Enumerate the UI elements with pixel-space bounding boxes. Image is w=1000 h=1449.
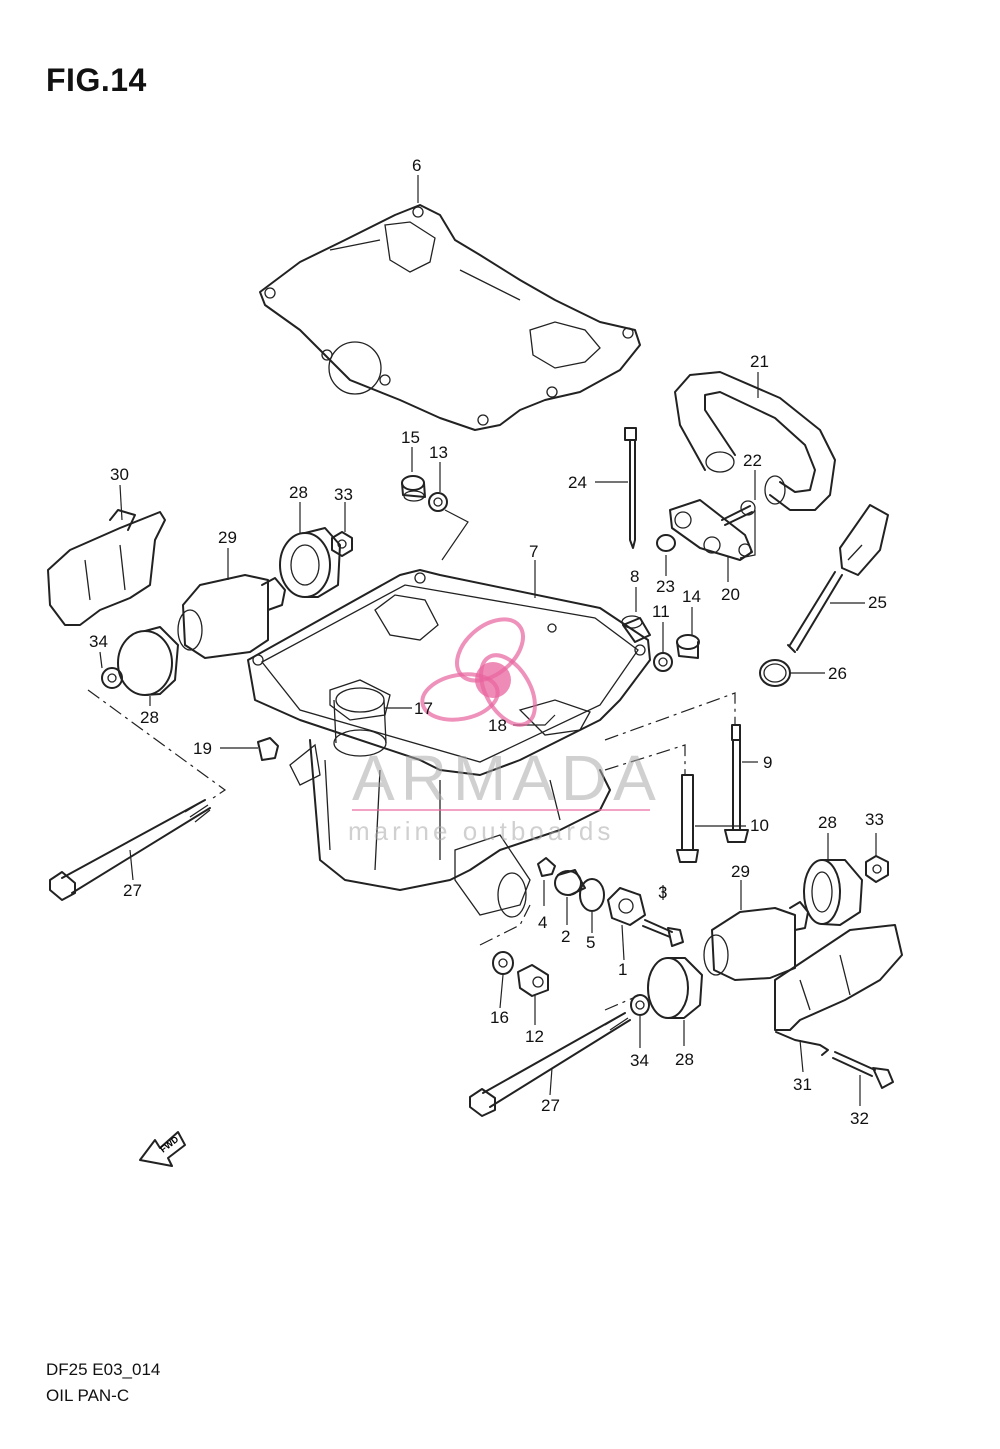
bolt-27-right [469, 1012, 631, 1117]
mount-29-right [703, 901, 809, 981]
callout-28-lower-right: 28 [675, 1050, 694, 1069]
callout-33-upper-left: 33 [334, 485, 353, 504]
callout-18: 18 [488, 716, 507, 735]
callout-30: 30 [110, 465, 129, 484]
forward-arrow-icon: FWD [139, 1131, 186, 1167]
callout-28-upper-right: 28 [818, 813, 837, 832]
leader-lines [99, 175, 877, 1106]
armada-watermark: ARMADA marine outboards [348, 617, 662, 846]
assembly-lines [87, 689, 736, 1011]
callout-28-upper-left: 28 [289, 483, 308, 502]
o-ring-26 [759, 659, 791, 687]
callout-21: 21 [750, 352, 769, 371]
bolt-4 [537, 857, 556, 877]
callout-23: 23 [656, 577, 675, 596]
callout-14: 14 [682, 587, 701, 606]
hose-21 [674, 371, 836, 511]
plug-2 [554, 869, 586, 896]
callout-34-left: 34 [89, 632, 108, 651]
bracket-31 [774, 924, 903, 1056]
washer-11 [653, 652, 673, 672]
o-ring-5 [579, 878, 605, 912]
o-ring-23 [656, 534, 676, 552]
propeller-logo-icon [420, 617, 537, 727]
callout-32: 32 [850, 1109, 869, 1128]
nut-33-right [865, 855, 889, 883]
callout-29-right: 29 [731, 862, 750, 881]
bracket-30 [47, 509, 166, 626]
callout-34-right: 34 [630, 1051, 649, 1070]
callout-13: 13 [429, 443, 448, 462]
bolt-22 [721, 500, 756, 526]
figure-title: FIG.14 [46, 62, 147, 98]
bolt-32 [832, 1051, 894, 1089]
callout-28-lower-left: 28 [140, 708, 159, 727]
cable-tie-24 [624, 427, 637, 549]
bolt-9 [724, 724, 749, 843]
cover-1 [607, 887, 646, 926]
watermark-brand: ARMADA [352, 742, 662, 814]
callout-25: 25 [868, 593, 887, 612]
washer-16 [492, 951, 514, 975]
dipstick-25 [787, 504, 889, 653]
gasket-6 [259, 204, 641, 431]
callout-8: 8 [630, 567, 639, 586]
mount-28-upper-right [803, 859, 863, 926]
plug-15 [401, 475, 426, 502]
bolt-27-left [49, 799, 211, 901]
callout-20: 20 [721, 585, 740, 604]
figure-name: OIL PAN-C [46, 1386, 130, 1405]
callout-12: 12 [525, 1027, 544, 1046]
callout-1: 1 [618, 960, 627, 979]
callout-17: 17 [414, 699, 433, 718]
plug-14 [676, 634, 700, 659]
mount-28-lower-left [117, 626, 179, 696]
callout-26: 26 [828, 664, 847, 683]
callout-9: 9 [763, 753, 772, 772]
callout-27-right: 27 [541, 1096, 560, 1115]
callout-22: 22 [743, 451, 762, 470]
callout-10: 10 [750, 816, 769, 835]
callout-16: 16 [490, 1008, 509, 1027]
callout-24: 24 [568, 473, 587, 492]
callout-33-right: 33 [865, 810, 884, 829]
plug-12 [517, 964, 549, 997]
callout-11: 11 [652, 602, 670, 621]
bolt-10 [676, 774, 699, 863]
plug-8 [621, 615, 651, 643]
callout-27-left: 27 [123, 881, 142, 900]
callout-5: 5 [586, 933, 595, 952]
bolt-3 [642, 919, 684, 947]
mount-28-lower-right [647, 957, 703, 1019]
callout-4: 4 [538, 913, 547, 932]
callout-19: 19 [193, 739, 212, 758]
callout-2: 2 [561, 927, 570, 946]
callout-15: 15 [401, 428, 420, 447]
mount-29-left [177, 574, 286, 659]
callout-29-left: 29 [218, 528, 237, 547]
mount-28-upper-left [279, 527, 341, 598]
callout-3: 3 [658, 883, 667, 902]
callout-31: 31 [793, 1075, 812, 1094]
bolt-19 [257, 737, 279, 761]
callouts: 6 21 15 13 30 28 33 29 7 24 22 23 20 8 1… [89, 156, 887, 1128]
figure-code: DF25 E03_014 [46, 1360, 161, 1379]
nut-33-upper-left [331, 531, 353, 557]
watermark-tagline: marine outboards [348, 816, 614, 846]
callout-6: 6 [412, 156, 421, 175]
fitting-20 [669, 499, 753, 561]
washer-34-left [101, 667, 123, 689]
callout-7: 7 [529, 542, 538, 561]
washer-13 [428, 492, 448, 512]
oil-pan-7 [247, 569, 651, 918]
